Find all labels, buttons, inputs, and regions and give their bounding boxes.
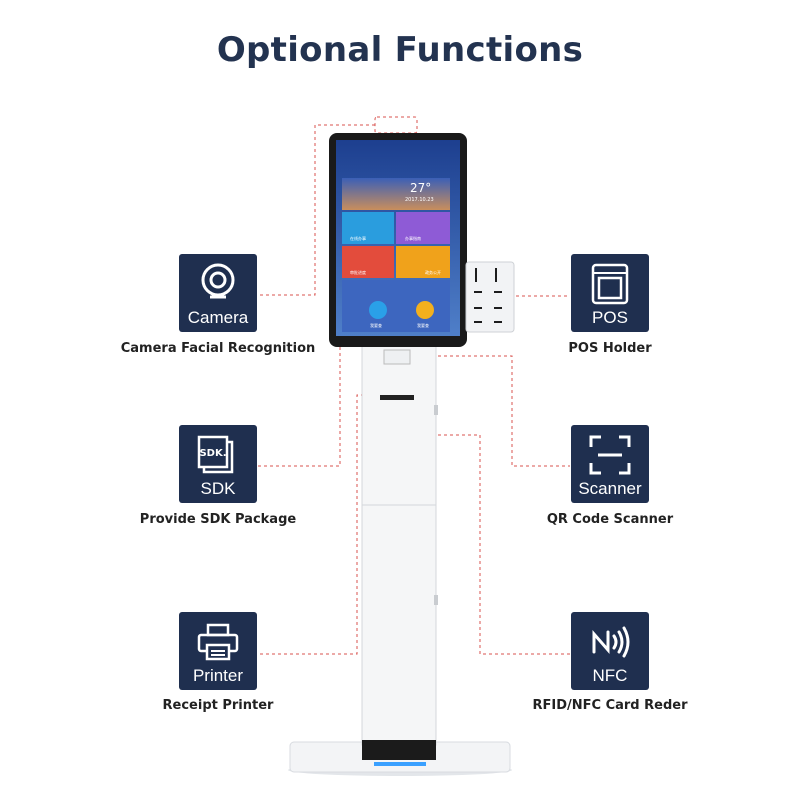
printer-label: Printer bbox=[192, 666, 244, 685]
screen-button-2: 我要查 bbox=[417, 323, 429, 328]
camera-icon bbox=[179, 260, 257, 308]
svg-text:SDK.: SDK. bbox=[199, 448, 226, 459]
nfc-tile: NFC bbox=[571, 612, 649, 690]
screen-temperature: 27° bbox=[410, 181, 432, 195]
nfc-icon bbox=[571, 618, 649, 666]
camera-caption: Camera Facial Recognition bbox=[120, 341, 316, 356]
scanner-caption: QR Code Scanner bbox=[546, 512, 674, 527]
sdk-icon: SDK. bbox=[179, 431, 257, 479]
pos-icon bbox=[571, 260, 649, 308]
pos-caption: POS Holder bbox=[568, 341, 652, 356]
screen-date: 2017.10.23 bbox=[405, 197, 434, 203]
printer-caption: Receipt Printer bbox=[162, 698, 274, 713]
scanner-tile: Scanner bbox=[571, 425, 649, 503]
nfc-label: NFC bbox=[592, 666, 628, 685]
camera-tile: Camera bbox=[179, 254, 257, 332]
screen-tile-2: 办事指南 bbox=[405, 236, 421, 241]
scanner-label: Scanner bbox=[578, 479, 642, 498]
sdk-tile: SDK. SDK bbox=[179, 425, 257, 503]
screen-tile-3: 审批进度 bbox=[350, 270, 366, 275]
sdk-caption: Provide SDK Package bbox=[139, 512, 297, 527]
page-title: Optional Functions bbox=[216, 30, 584, 70]
pos-tile: POS bbox=[571, 254, 649, 332]
screen-tile-1: 在线办事 bbox=[350, 236, 366, 241]
printer-icon bbox=[179, 618, 257, 666]
screen-tile-4: 政务公开 bbox=[425, 270, 441, 275]
nfc-caption: RFID/NFC Card Reder bbox=[532, 698, 688, 713]
sdk-label: SDK bbox=[200, 479, 236, 498]
pos-label: POS bbox=[592, 308, 628, 327]
camera-line bbox=[258, 124, 375, 296]
printer-tile: Printer bbox=[179, 612, 257, 690]
camera-label: Camera bbox=[187, 308, 249, 327]
nfc-line bbox=[420, 434, 570, 655]
screen-button-1: 我要查 bbox=[370, 323, 382, 328]
qr-scanner-icon bbox=[571, 431, 649, 479]
scanner-line bbox=[420, 355, 570, 467]
